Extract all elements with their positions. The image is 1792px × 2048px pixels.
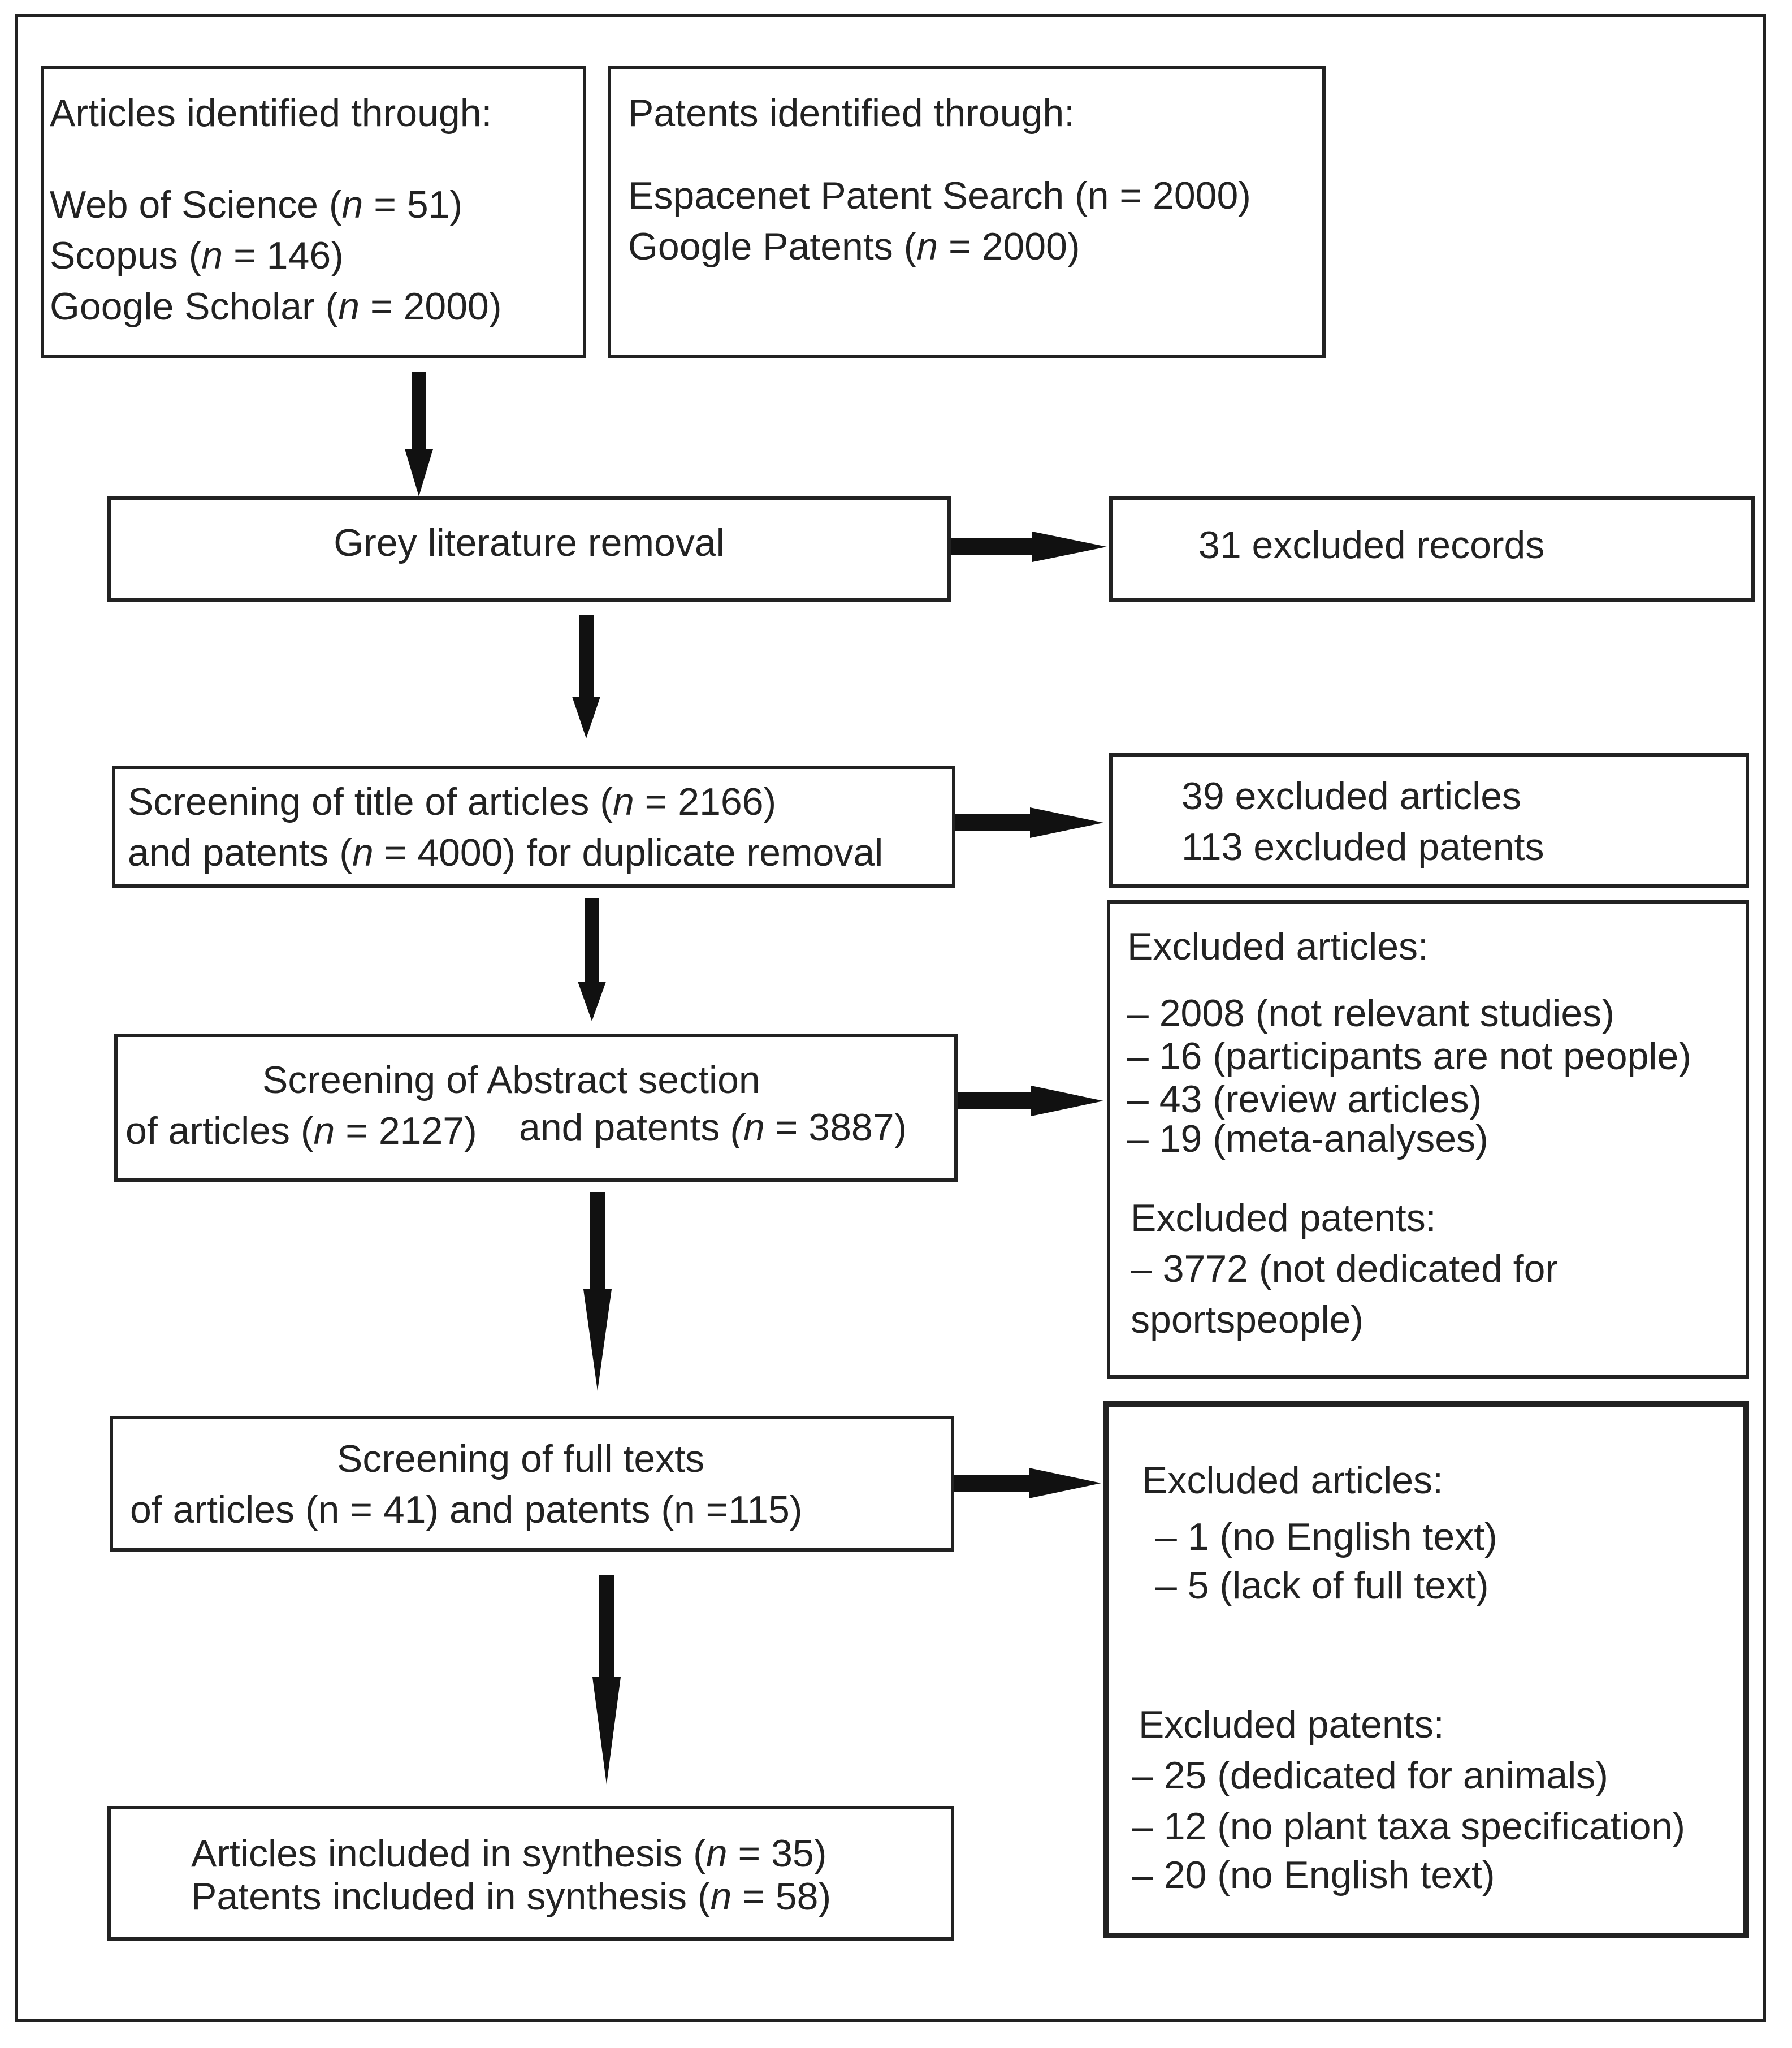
articles-source-scopus: Scopus (n = 146) — [50, 234, 344, 277]
right-arrow-4 — [954, 1468, 1101, 1498]
patents-source-google: Google Patents (n = 2000) — [628, 225, 1080, 268]
fulltext-screening-line1: Screening of full texts — [337, 1437, 705, 1480]
fulltext-excluded-article-item: – 5 (lack of full text) — [1155, 1564, 1489, 1607]
title-screening-line2: and patents (n = 4000) for duplicate rem… — [128, 831, 884, 874]
abstract-excluded-article-item: – 43 (review articles) — [1127, 1078, 1482, 1121]
included-patents: Patents included in synthesis (n = 58) — [191, 1875, 832, 1918]
abstract-screening-box: Screening of Abstract section of article… — [114, 1034, 958, 1182]
diagram-frame — [15, 14, 1766, 2022]
abstract-excluded-article-item: – 16 (participants are not people) — [1127, 1035, 1691, 1078]
title-screening-box: Screening of title of articles (n = 2166… — [112, 766, 955, 888]
grey-excluded-label: 31 excluded records — [1198, 524, 1545, 567]
grey-removal-label: Grey literature removal — [334, 521, 725, 564]
grey-excluded-box: 31 excluded records — [1109, 496, 1755, 602]
fulltext-excluded-patent-item: – 20 (no English text) — [1132, 1853, 1495, 1896]
abstract-screening-line2-patents: and patents (n = 3887) — [519, 1106, 907, 1149]
fulltext-screening-box: Screening of full texts of articles (n =… — [110, 1416, 954, 1552]
articles-sources-box: Articles identified through: Web of Scie… — [41, 66, 586, 358]
down-arrow-1 — [405, 372, 433, 496]
title-screening-line1: Screening of title of articles (n = 2166… — [128, 780, 777, 823]
abstract-excluded-patents-heading: Excluded patents: — [1131, 1196, 1436, 1239]
abstract-screening-line1: Screening of Abstract section — [262, 1058, 760, 1101]
abstract-excluded-articles-heading: Excluded articles: — [1127, 925, 1429, 968]
articles-source-scholar: Google Scholar (n = 2000) — [50, 285, 502, 328]
patents-source-espacenet: Espacenet Patent Search (n = 2000) — [628, 174, 1251, 217]
right-arrow-1 — [951, 532, 1107, 562]
down-arrow-2 — [572, 615, 600, 738]
fulltext-excluded-patents-heading: Excluded patents: — [1139, 1703, 1444, 1746]
abstract-excluded-box: Excluded articles: – 2008 (not relevant … — [1107, 900, 1749, 1379]
down-arrow-4 — [583, 1192, 612, 1391]
patents-sources-heading: Patents identified through: — [628, 92, 1075, 135]
patents-sources-box: Patents identified through: Espacenet Pa… — [608, 66, 1326, 358]
abstract-excluded-patent-item: – 3772 (not dedicated for — [1131, 1247, 1559, 1290]
fulltext-excluded-box: Excluded articles: – 1 (no English text)… — [1103, 1401, 1749, 1938]
included-articles: Articles included in synthesis (n = 35) — [191, 1832, 827, 1875]
fulltext-excluded-patent-item: – 25 (dedicated for animals) — [1132, 1754, 1608, 1797]
abstract-screening-line2-articles: of articles (n = 2127) — [125, 1109, 477, 1152]
fulltext-excluded-patent-item: – 12 (no plant taxa specification) — [1132, 1805, 1686, 1848]
title-excluded-articles: 39 excluded articles — [1181, 775, 1522, 818]
included-box: Articles included in synthesis (n = 35) … — [107, 1806, 954, 1941]
abstract-excluded-article-item: – 19 (meta-analyses) — [1127, 1117, 1488, 1160]
fulltext-excluded-articles-heading: Excluded articles: — [1142, 1459, 1443, 1502]
title-excluded-patents: 113 excluded patents — [1181, 826, 1544, 869]
right-arrow-3 — [958, 1086, 1103, 1116]
fulltext-excluded-article-item: – 1 (no English text) — [1155, 1515, 1497, 1558]
right-arrow-2 — [955, 807, 1103, 838]
abstract-excluded-article-item: – 2008 (not relevant studies) — [1127, 992, 1614, 1035]
abstract-excluded-patent-item: sportspeople) — [1131, 1298, 1364, 1341]
articles-sources-heading: Articles identified through: — [50, 92, 492, 135]
down-arrow-3 — [578, 898, 606, 1021]
title-excluded-box: 39 excluded articles 113 excluded patent… — [1109, 753, 1749, 888]
down-arrow-5 — [592, 1575, 621, 1785]
fulltext-screening-line2: of articles (n = 41) and patents (n =115… — [130, 1488, 803, 1531]
grey-removal-box: Grey literature removal — [107, 496, 951, 602]
articles-source-wos: Web of Science (n = 51) — [50, 183, 463, 226]
